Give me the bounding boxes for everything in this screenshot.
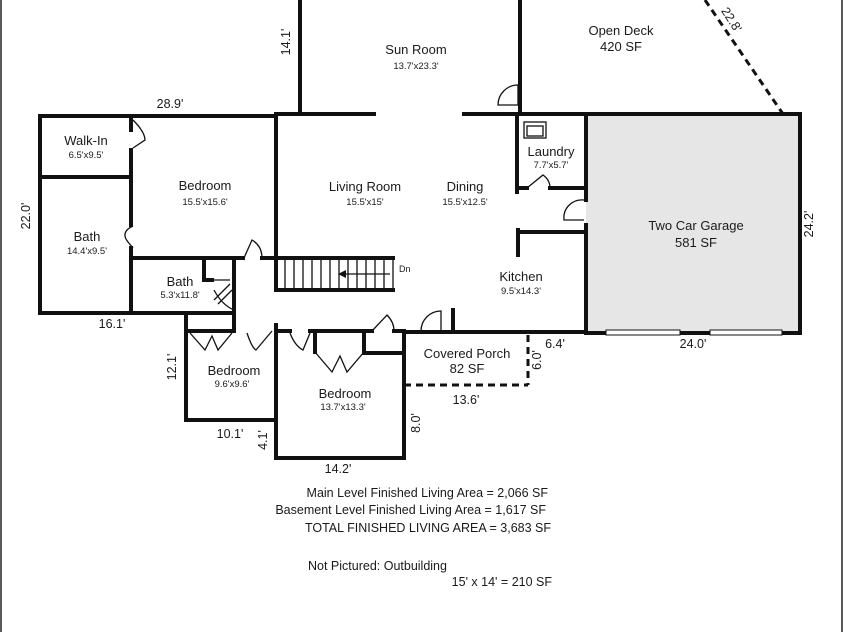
svg-text:15.5'x15.6': 15.5'x15.6' — [182, 197, 228, 208]
room-label-sun-room: Sun Room 13.7'x23.3' — [385, 42, 446, 72]
svg-text:7.7'x5.7': 7.7'x5.7' — [534, 160, 569, 171]
svg-text:Open Deck: Open Deck — [588, 23, 654, 38]
svg-text:Kitchen: Kitchen — [499, 269, 542, 284]
door-swing-bedroom3 — [289, 332, 311, 351]
door-swing-garage — [563, 199, 585, 221]
room-label-laundry: Laundry 7.7'x5.7' — [528, 144, 575, 171]
closet-bifold-bedroom3 — [314, 351, 365, 374]
bath2-shelves — [212, 279, 233, 305]
svg-text:Bath: Bath — [167, 274, 194, 289]
door-swing-bedroom2 — [246, 330, 273, 351]
measure-bedroom3-side: 8.0' — [409, 413, 423, 433]
measure-porch-width: 13.6' — [453, 393, 480, 407]
svg-text:Bath: Bath — [74, 229, 101, 244]
measure-left-height: 22.0' — [19, 203, 33, 230]
left-wing-walls — [38, 114, 278, 315]
measure-bedroom3-offset: 4.1' — [256, 430, 270, 450]
svg-text:9.5'x14.3': 9.5'x14.3' — [501, 286, 541, 297]
measure-top-left-width: 28.9' — [157, 97, 184, 111]
summary-not-pictured: Not Pictured: Outbuilding — [308, 559, 447, 573]
svg-text:6.5'x9.5': 6.5'x9.5' — [69, 150, 104, 161]
summary-total: TOTAL FINISHED LIVING AREA = 3,683 SF — [305, 521, 551, 535]
door-swing-laundry — [526, 174, 551, 189]
summary-basement-level: Basement Level Finished Living Area = 1,… — [275, 503, 546, 517]
staircase — [274, 256, 395, 292]
room-label-dining: Dining 15.5'x12.5' — [442, 179, 488, 208]
door-swing-kitchen — [420, 310, 442, 332]
svg-text:581 SF: 581 SF — [675, 235, 717, 250]
measure-left-bottom: 16.1' — [99, 317, 126, 331]
closet-bifold-bedroom2 — [189, 332, 233, 352]
measure-bedroom2-bottom: 10.1' — [217, 427, 244, 441]
measure-bedroom2-height: 12.1' — [165, 354, 179, 381]
room-label-living-room: Living Room 15.5'x15' — [329, 179, 401, 208]
garage-walls — [584, 112, 802, 335]
svg-text:14.4'x9.5': 14.4'x9.5' — [67, 246, 107, 257]
svg-text:15.5'x15': 15.5'x15' — [346, 197, 384, 208]
measure-garage-bottom: 24.0' — [680, 337, 707, 351]
svg-text:13.7'x13.3': 13.7'x13.3' — [320, 402, 366, 413]
svg-text:Walk-In: Walk-In — [64, 133, 108, 148]
door-swing-sunroom — [497, 84, 519, 106]
door-swing-bath2 — [213, 289, 235, 311]
svg-text:Laundry: Laundry — [528, 144, 575, 159]
room-label-bedroom-3: Bedroom 13.7'x13.3' — [319, 386, 372, 413]
washer-icon — [523, 121, 547, 139]
room-label-garage: Two Car Garage 581 SF — [648, 218, 743, 250]
room-label-bath-1: Bath 14.4'x9.5' — [67, 229, 107, 257]
svg-text:420 SF: 420 SF — [600, 39, 642, 54]
measure-bedroom3-bottom: 14.2' — [325, 462, 352, 476]
washer-inner-icon — [526, 125, 544, 137]
room-label-open-deck: Open Deck 420 SF — [588, 23, 654, 54]
bath2-walls — [184, 256, 236, 315]
summary-outbuilding: 15' x 14' = 210 SF — [452, 575, 553, 589]
bedroom3-walls — [274, 323, 406, 460]
measure-deck-diagonal: 22.8' — [718, 5, 744, 35]
room-label-bath-2: Bath 5.3'x11.8' — [160, 274, 200, 301]
room-label-bedroom-master: Bedroom 15.5'x15.6' — [179, 178, 232, 208]
svg-text:Bedroom: Bedroom — [208, 363, 261, 378]
room-label-kitchen: Kitchen 9.5'x14.3' — [499, 269, 542, 297]
measure-porch-right-width: 6.4' — [545, 337, 565, 351]
svg-text:Covered Porch: Covered Porch — [424, 346, 511, 361]
room-label-bedroom-2: Bedroom 9.6'x9.6' — [208, 363, 261, 390]
measure-garage-height: 24.2' — [802, 211, 816, 238]
room-label-covered-porch: Covered Porch 82 SF — [424, 346, 511, 376]
svg-text:13.7'x23.3': 13.7'x23.3' — [393, 61, 439, 72]
svg-text:82 SF: 82 SF — [450, 361, 485, 376]
measure-sun-room-side: 14.1' — [279, 29, 293, 56]
laundry-walls — [515, 112, 588, 194]
summary-main-level: Main Level Finished Living Area = 2,066 … — [307, 486, 549, 500]
door-swing-hall — [243, 239, 263, 259]
door-swing-walkin — [132, 119, 146, 149]
svg-text:Bedroom: Bedroom — [179, 178, 232, 193]
garage-door-1 — [605, 329, 681, 336]
svg-text:Dining: Dining — [447, 179, 484, 194]
svg-text:9.6'x9.6': 9.6'x9.6' — [215, 379, 250, 390]
stairs-label: Dn — [399, 264, 411, 274]
svg-text:Sun Room: Sun Room — [385, 42, 446, 57]
door-swing-bath1 — [124, 225, 134, 249]
room-label-walk-in: Walk-In 6.5'x9.5' — [64, 133, 108, 161]
svg-text:Living Room: Living Room — [329, 179, 401, 194]
sun-room-walls — [274, 0, 802, 116]
svg-text:Bedroom: Bedroom — [319, 386, 372, 401]
deck-diagonal-line — [703, 0, 785, 115]
door-swing-hall2 — [371, 314, 395, 332]
svg-text:Two Car Garage: Two Car Garage — [648, 218, 743, 233]
garage-area — [586, 114, 800, 333]
bedroom2-walls — [184, 311, 278, 422]
garage-door-2 — [709, 329, 783, 336]
svg-text:5.3'x11.8': 5.3'x11.8' — [160, 290, 200, 301]
measure-porch-depth: 6.0' — [530, 350, 544, 370]
svg-text:15.5'x12.5': 15.5'x12.5' — [442, 197, 488, 208]
